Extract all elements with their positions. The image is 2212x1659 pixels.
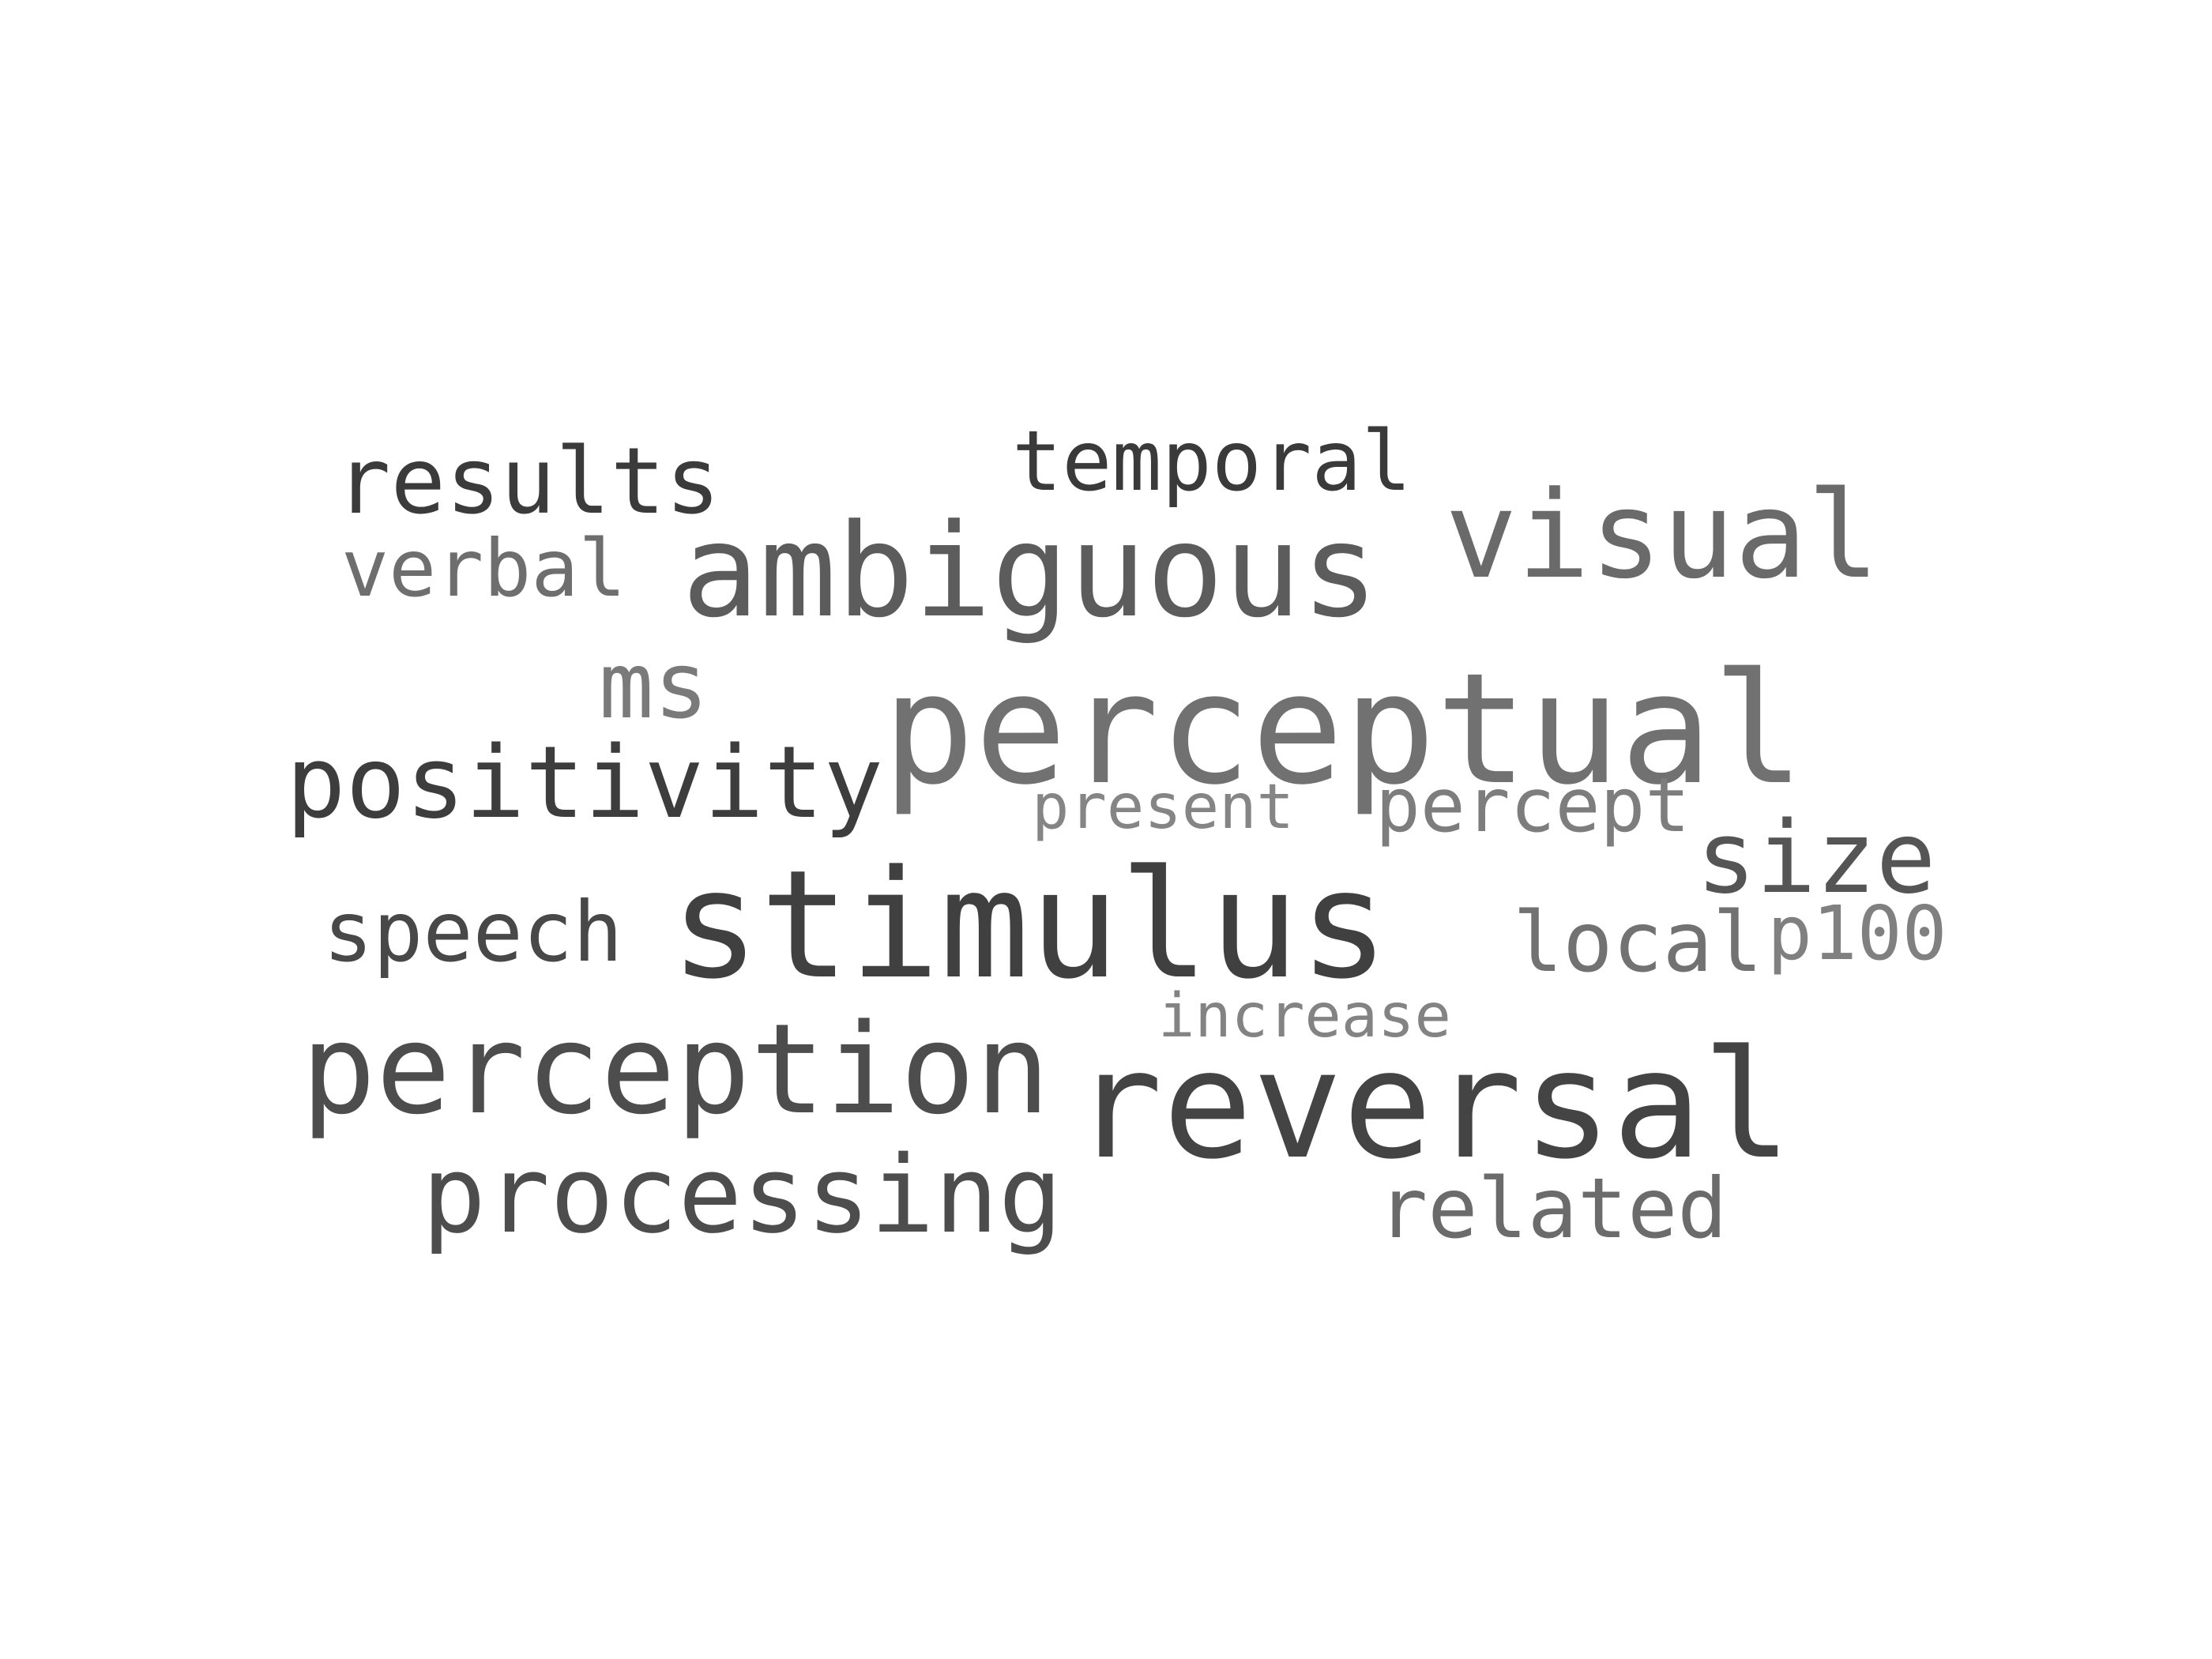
word-perception: perception: [301, 998, 1051, 1143]
word-present: present: [1032, 769, 1295, 843]
word-temporal: temporal: [1012, 412, 1412, 510]
word-results: results: [336, 429, 720, 536]
word-reversal: reversal: [1073, 1018, 1793, 1192]
word-percept: percept: [1375, 762, 1691, 849]
word-verbal: verbal: [341, 521, 626, 615]
word-speech: speech: [323, 883, 623, 980]
word-p100: p100: [1767, 890, 1947, 977]
word-ms: ms: [599, 634, 709, 740]
word-size: size: [1696, 799, 1936, 916]
word-processing: processing: [422, 1133, 1063, 1258]
word-stimulus: stimulus: [670, 837, 1390, 1012]
word-ambiguous: ambiguous: [682, 497, 1379, 647]
word-visual: visual: [1445, 465, 1880, 606]
word-increase: increase: [1158, 980, 1451, 1051]
word-perceptual: perceptual: [882, 640, 1805, 819]
word-related: related: [1378, 1160, 1728, 1257]
word-positivity: positivity: [286, 724, 884, 841]
word-local: local: [1513, 893, 1763, 991]
